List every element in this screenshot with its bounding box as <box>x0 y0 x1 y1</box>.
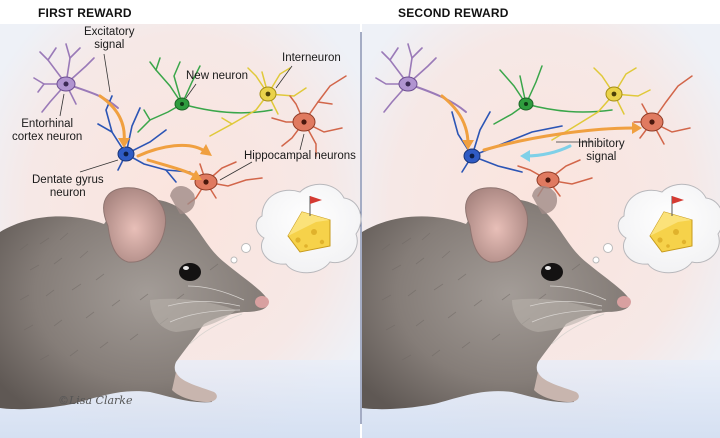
thought-bubble-icon <box>230 183 362 274</box>
mouse-illustration <box>0 185 269 410</box>
label-inhibitory-signal: Inhibitory signal <box>578 138 625 163</box>
artist-signature: ©Lisa Clarke <box>58 394 133 407</box>
panel-title-second: SECOND REWARD <box>398 6 509 20</box>
panel-title-first: FIRST REWARD <box>38 6 132 20</box>
cheese-icon <box>287 211 331 253</box>
label-new-neuron: New neuron <box>186 70 249 82</box>
label-excitatory-signal: Excitatory signal <box>84 26 135 51</box>
flag-icon <box>309 196 322 216</box>
neuron-network-left <box>33 43 347 205</box>
label-hippocampal-neurons: Hippocampal neurons <box>244 150 356 162</box>
label-dentate-gyrus-neuron: Dentate gyrus neuron <box>32 174 104 199</box>
neuron-network-right <box>375 43 693 197</box>
label-interneuron: Interneuron <box>282 52 341 64</box>
label-entorhinal-cortex-neuron: Entorhinal cortex neuron <box>12 118 83 143</box>
